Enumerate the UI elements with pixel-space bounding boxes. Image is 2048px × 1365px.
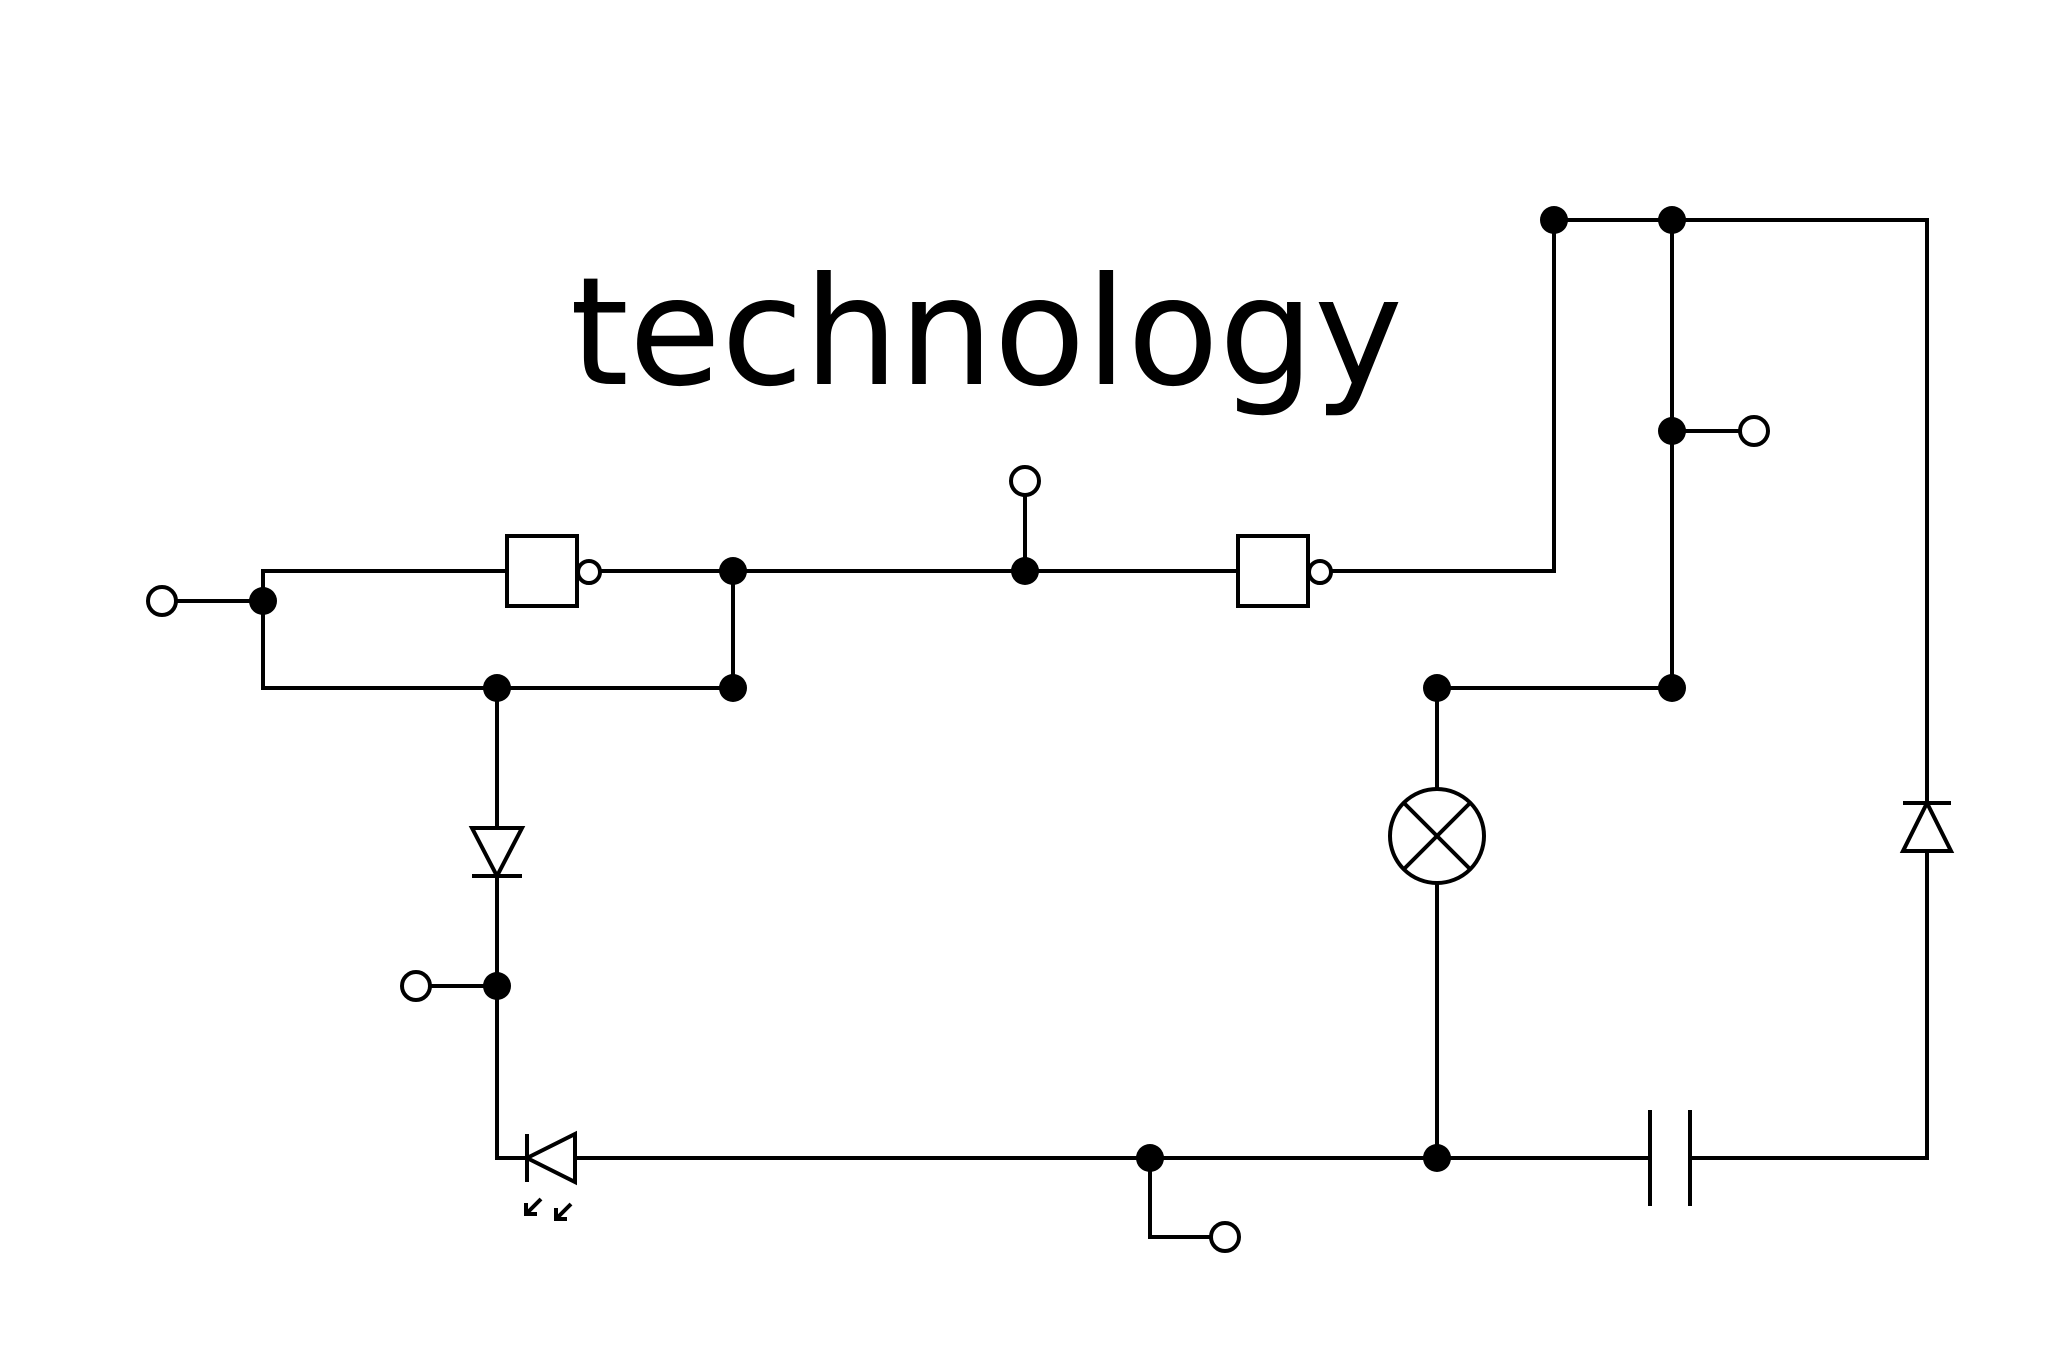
led-triangle [522, 1130, 577, 1186]
wire-top-bus-c [1327, 218, 1929, 1160]
junction-dot [1136, 1144, 1164, 1172]
diode-left-triangle [468, 826, 526, 881]
junction-dot [1540, 206, 1568, 234]
wire-left-vertical-lower [495, 874, 527, 1160]
lamp-cross-b [1402, 801, 1472, 871]
junction-dot [1658, 417, 1686, 445]
junction-dot [249, 587, 277, 615]
led-arrow-2 [554, 1202, 573, 1221]
junctions [249, 206, 1686, 1172]
wire-left-loop [261, 569, 735, 690]
inverter-1-body [505, 534, 579, 608]
wire-bottom-stub [1148, 1156, 1215, 1239]
wire-right-vertical [1435, 218, 1674, 792]
terminal-left-mid [400, 970, 432, 1002]
diode-right [1899, 798, 1955, 853]
junction-dot [1423, 674, 1451, 702]
junction-dot [719, 557, 747, 585]
terminal-bottom [1209, 1221, 1241, 1253]
junction-dot [483, 972, 511, 1000]
junction-dot [1658, 674, 1686, 702]
lamp [1388, 787, 1486, 885]
led-bottom [522, 1130, 577, 1221]
terminal-right [1738, 415, 1770, 447]
terminals [146, 415, 1770, 1253]
diode-right-triangle [1899, 798, 1955, 853]
led-arrow-1-head [524, 1203, 537, 1216]
led-emission-arrows [524, 1197, 573, 1221]
inverter-2-bubble [1307, 559, 1333, 585]
junction-dot [719, 674, 747, 702]
terminal-left-input [146, 585, 178, 617]
junction-dot [1658, 206, 1686, 234]
diagram-title: technology [570, 246, 1403, 420]
junction-dot [1011, 557, 1039, 585]
inverter-2-body [1236, 534, 1310, 608]
terminal-top-mid [1009, 465, 1041, 497]
led-arrow-1 [524, 1197, 543, 1216]
led-arrow-2-head [554, 1208, 567, 1221]
inverter-1-bubble [576, 559, 602, 585]
junction-dot [483, 674, 511, 702]
junction-dot [1423, 1144, 1451, 1172]
inverter-2 [1236, 534, 1333, 608]
diode-left [468, 826, 526, 881]
inverter-1 [505, 534, 602, 608]
capacitor [1648, 1110, 1692, 1206]
